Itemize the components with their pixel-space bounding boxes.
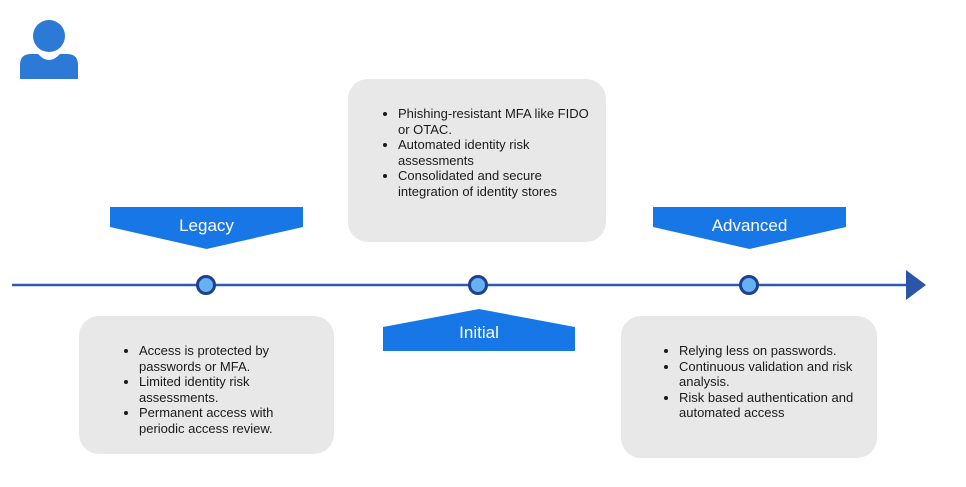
stage-details-advanced: Relying less on passwords. Continuous va… bbox=[659, 343, 869, 421]
stage-banner-legacy: Legacy bbox=[110, 207, 303, 249]
detail-item: Access is protected by passwords or MFA. bbox=[139, 343, 322, 374]
timeline-node-legacy bbox=[196, 275, 216, 295]
detail-item: Permanent access with periodic access re… bbox=[139, 405, 322, 436]
stage-card-legacy: Access is protected by passwords or MFA.… bbox=[79, 316, 334, 454]
stage-banner-initial: Initial bbox=[383, 309, 575, 351]
timeline-arrowhead bbox=[906, 270, 926, 300]
detail-item: Phishing-resistant MFA like FIDO or OTAC… bbox=[398, 106, 594, 137]
stage-card-advanced: Relying less on passwords. Continuous va… bbox=[621, 316, 877, 458]
detail-item: Limited identity risk assessments. bbox=[139, 374, 322, 405]
timeline-node-initial bbox=[468, 275, 488, 295]
detail-item: Relying less on passwords. bbox=[679, 343, 869, 359]
stage-banner-advanced: Advanced bbox=[653, 207, 846, 249]
stage-label-legacy: Legacy bbox=[179, 216, 234, 235]
detail-item: Consolidated and secure integration of i… bbox=[398, 168, 594, 199]
detail-item: Automated identity risk assessments bbox=[398, 137, 594, 168]
stage-label-advanced: Advanced bbox=[711, 216, 788, 235]
timeline-node-advanced bbox=[739, 275, 759, 295]
detail-item: Continuous validation and risk analysis. bbox=[679, 359, 869, 390]
stage-card-initial: Phishing-resistant MFA like FIDO or OTAC… bbox=[348, 79, 606, 242]
user-icon bbox=[20, 20, 78, 79]
detail-item: Risk based authentication and automated … bbox=[679, 390, 869, 421]
stage-details-initial: Phishing-resistant MFA like FIDO or OTAC… bbox=[378, 106, 594, 199]
stage-label-initial: Initial bbox=[459, 323, 499, 342]
stage-details-legacy: Access is protected by passwords or MFA.… bbox=[119, 343, 322, 436]
